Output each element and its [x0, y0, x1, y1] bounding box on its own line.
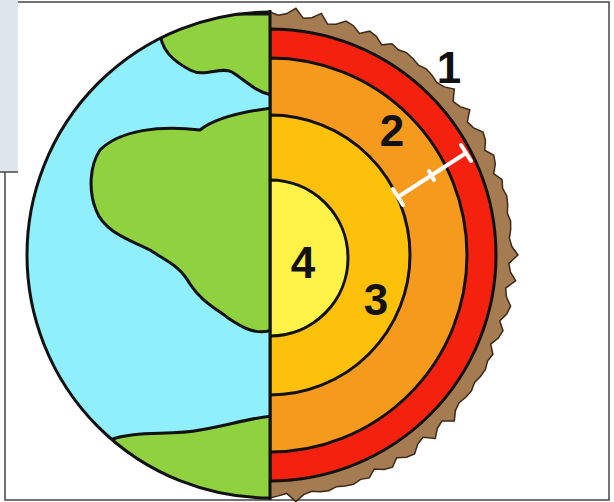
- layer-2: [270, 58, 467, 452]
- corner-tab: [0, 0, 18, 172]
- crust-edge: [270, 8, 518, 501]
- section-line: [269, 10, 272, 500]
- tab-edge: [0, 171, 18, 173]
- continent-west: [91, 108, 272, 332]
- layer-1: [270, 29, 496, 481]
- crust: [270, 8, 518, 501]
- callout-number: 2: [380, 109, 404, 153]
- continent-north: [160, 14, 272, 95]
- callout-number: 1: [437, 46, 461, 90]
- callout-number: 3: [364, 278, 388, 322]
- continent-south: [90, 416, 272, 500]
- layer-4: [270, 180, 348, 336]
- layer-3: [270, 115, 410, 395]
- thickness-bracket: [393, 145, 471, 205]
- globe-outline: [27, 12, 270, 498]
- continents: [90, 14, 272, 500]
- frame: [5, 2, 609, 500]
- callout-number: 4: [291, 241, 315, 285]
